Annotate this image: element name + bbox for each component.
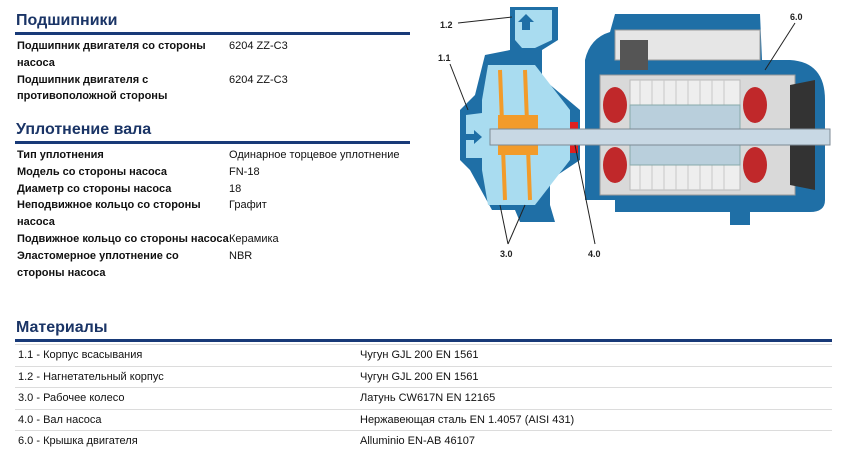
divider xyxy=(15,32,410,35)
spec-label: Диаметр со стороны насоса xyxy=(17,182,172,195)
inlet-arrow-icon xyxy=(466,130,482,144)
spec-label: Модель со стороны насоса xyxy=(17,165,167,178)
bearings-heading: Подшипники xyxy=(16,12,118,29)
spec-value: 6204 ZZ-C3 xyxy=(229,73,288,86)
spec-row: Диаметр со стороны насоса 18 xyxy=(17,181,417,198)
spec-row: Тип уплотнения Одинарное торцевое уплотне… xyxy=(17,147,417,164)
spec-value: 18 xyxy=(229,182,242,195)
material-cell: Alluminio EN-AB 46107 xyxy=(360,435,475,448)
seal-table: Тип уплотнения Одинарное торцевое уплотне… xyxy=(17,147,417,281)
spec-label: Подшипник двигателя с противоположной ст… xyxy=(17,73,168,103)
pump-cutaway-diagram: 1.2 1.1 6.0 3.0 4.0 xyxy=(438,7,831,259)
motor-housing xyxy=(585,14,825,225)
spec-row: Подшипник двигателя со стороны насоса 620… xyxy=(17,38,417,72)
outlet-arrow-icon xyxy=(518,14,534,30)
shaft xyxy=(489,128,831,146)
table-row: 1.1 - Корпус всасывания Чугун GJL 200 EN … xyxy=(15,344,832,366)
material-cell: Нержавеющая сталь EN 1.4057 (AISI 431) xyxy=(360,413,575,426)
part-cell: 1.2 - Нагнетательный корпус xyxy=(18,370,164,383)
bearings-table: Подшипник двигателя со стороны насоса 620… xyxy=(17,38,417,105)
spec-value: FN-18 xyxy=(229,165,260,178)
seal-heading: Уплотнение вала xyxy=(16,121,152,138)
callout-lines xyxy=(449,16,796,245)
part-cell: 6.0 - Крышка двигателя xyxy=(18,435,138,448)
spec-value: 6204 ZZ-C3 xyxy=(229,40,288,52)
spec-row: Модель со стороны насоса FN-18 xyxy=(17,164,417,181)
callout-label: 3.0 xyxy=(500,249,513,259)
spec-label: Эластомерное уплотнение со стороны насос… xyxy=(17,249,179,279)
table-row: 4.0 - Вал насоса Нержавеющая сталь EN 1.4… xyxy=(15,408,832,431)
material-cell: Латунь CW617N EN 12165 xyxy=(360,392,496,405)
callout-label: 1.2 xyxy=(440,20,453,30)
part-cell: 4.0 - Вал насоса xyxy=(18,413,102,426)
spec-value: Керамика xyxy=(229,232,279,245)
callout-label: 6.0 xyxy=(790,12,803,22)
spec-value: Графит xyxy=(229,199,267,212)
spec-row: Подшипник двигателя с противоположной ст… xyxy=(17,72,417,106)
spec-label: Подвижное кольцо со стороны насоса xyxy=(17,232,229,245)
divider xyxy=(15,339,832,342)
spec-row: Эластомерное уплотнение со стороны насос… xyxy=(17,248,417,282)
spec-label: Тип уплотнения xyxy=(17,149,104,161)
spec-row: Неподвижное кольцо со стороны насоса Граф… xyxy=(17,197,417,231)
part-cell: 1.1 - Корпус всасывания xyxy=(18,349,143,362)
material-cell: Чугун GJL 200 EN 1561 xyxy=(360,349,479,362)
table-row: 6.0 - Крышка двигателя Alluminio EN-AB 46… xyxy=(15,430,832,452)
callout-label: 4.0 xyxy=(588,249,601,259)
spec-value: Одинарное торцевое уплотнение xyxy=(229,149,400,161)
part-cell: 3.0 - Рабочее колесо xyxy=(18,392,125,405)
spec-label: Подшипник двигателя со стороны насоса xyxy=(17,40,206,69)
spec-value: NBR xyxy=(229,249,253,262)
pump-body xyxy=(460,7,580,222)
table-row: 3.0 - Рабочее колесо Латунь CW617N EN 121… xyxy=(15,387,832,409)
materials-heading: Материалы xyxy=(16,319,108,336)
spec-label: Неподвижное кольцо со стороны насоса xyxy=(17,199,201,229)
callout-label: 1.1 xyxy=(438,53,451,63)
divider xyxy=(15,141,410,144)
table-row: 1.2 - Нагнетательный корпус Чугун GJL 200… xyxy=(15,365,832,388)
material-cell: Чугун GJL 200 EN 1561 xyxy=(360,370,479,383)
